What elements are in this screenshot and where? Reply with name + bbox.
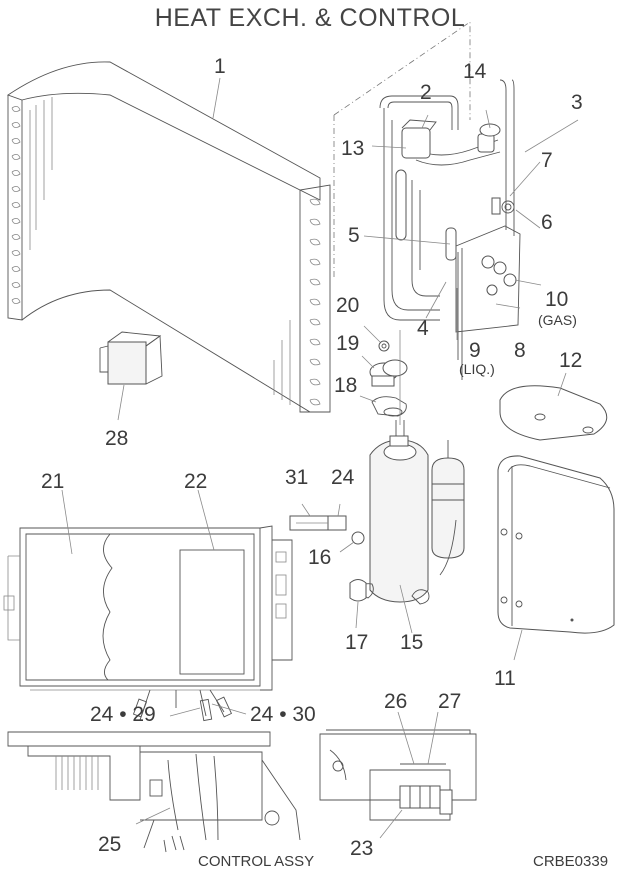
callout-23: 23 bbox=[350, 837, 374, 860]
callout-19: 19 bbox=[336, 332, 360, 355]
diagram-title: HEAT EXCH. & CONTROL bbox=[154, 4, 466, 32]
callout-31: 31 bbox=[285, 466, 309, 489]
callout-25: 25 bbox=[98, 833, 122, 856]
section-caption: CONTROL ASSY bbox=[198, 853, 315, 870]
compressor bbox=[357, 420, 465, 605]
callout-24-29: 24 • 29 bbox=[90, 703, 156, 726]
callout-11: 11 bbox=[494, 667, 516, 690]
callout-5: 5 bbox=[348, 224, 360, 247]
callout-26: 26 bbox=[384, 690, 408, 713]
callout-9-note: (LIQ.) bbox=[459, 361, 495, 377]
leader-25 bbox=[135, 807, 171, 825]
callout-15: 15 bbox=[400, 631, 424, 654]
callout-14: 14 bbox=[463, 60, 487, 83]
harness-wires bbox=[132, 689, 233, 722]
callout-9: 9 bbox=[469, 339, 481, 362]
callout-27: 27 bbox=[438, 690, 462, 713]
compressor-cover-wrap bbox=[497, 455, 615, 634]
grommet-17 bbox=[349, 579, 367, 602]
nut-16 bbox=[351, 531, 365, 545]
compressor-cover-top bbox=[499, 385, 608, 441]
callout-6: 6 bbox=[541, 211, 553, 234]
callout-16: 16 bbox=[308, 546, 332, 569]
callout-7: 7 bbox=[541, 149, 553, 172]
cap-washer-parts bbox=[369, 340, 408, 417]
callout-28: 28 bbox=[105, 427, 129, 450]
callout-10-note: (GAS) bbox=[538, 312, 577, 328]
leader-1 bbox=[212, 77, 221, 119]
callout-4: 4 bbox=[417, 317, 429, 340]
drawing-code: CRBE0339 bbox=[533, 853, 609, 870]
callout-17: 17 bbox=[345, 631, 369, 654]
callout-22: 22 bbox=[184, 470, 208, 493]
callout-3: 3 bbox=[571, 91, 583, 114]
callout-24-30: 24 • 30 bbox=[250, 703, 316, 726]
callout-10: 10 bbox=[545, 288, 569, 311]
callout-13: 13 bbox=[341, 137, 365, 160]
callout-1: 1 bbox=[214, 55, 226, 78]
piping-leaders bbox=[363, 109, 579, 340]
callout-20: 20 bbox=[336, 294, 360, 317]
transformer bbox=[99, 331, 163, 385]
callout-24: 24 bbox=[331, 466, 355, 489]
callout-21: 21 bbox=[41, 470, 65, 493]
control-assy-side-left bbox=[7, 731, 301, 841]
refrigerant-piping bbox=[379, 79, 521, 380]
callout-18: 18 bbox=[334, 374, 358, 397]
callout-8: 8 bbox=[514, 339, 526, 362]
heat-exchanger-coil bbox=[7, 61, 331, 413]
leader-28 bbox=[117, 384, 125, 421]
control-assy-side-right bbox=[319, 729, 477, 821]
callout-2: 2 bbox=[420, 81, 432, 104]
fuse-holder bbox=[289, 515, 347, 531]
callout-12: 12 bbox=[559, 349, 583, 372]
control-board-box bbox=[3, 525, 293, 691]
